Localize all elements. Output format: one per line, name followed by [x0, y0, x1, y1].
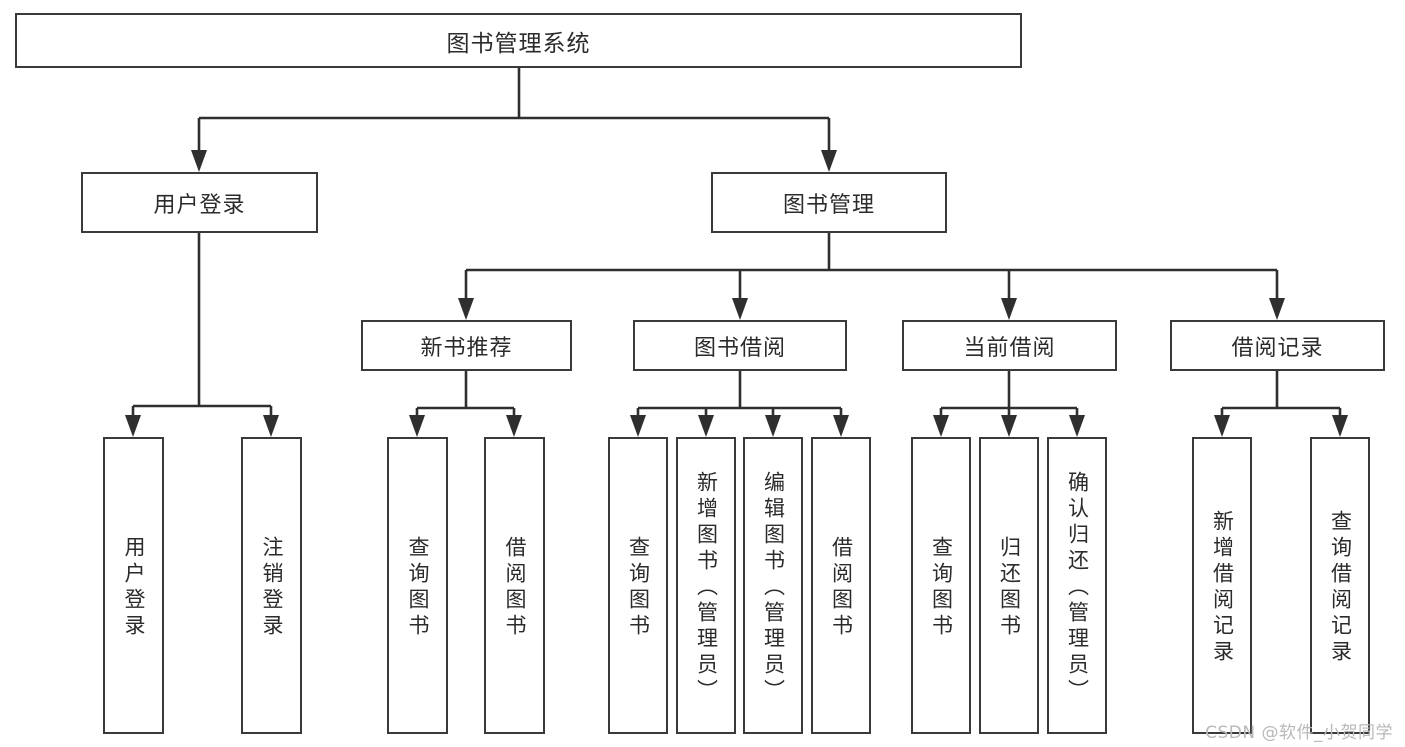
leaf-user-login-0[interactable]: 用户登录 — [103, 437, 164, 734]
leaf-label: 查询借阅记录 — [1328, 509, 1353, 666]
node-book-manage-label: 图书管理 — [782, 192, 875, 218]
leaf-label: 借阅图书 — [503, 535, 527, 640]
node-new-book-recommend[interactable]: 新书推荐 — [361, 320, 572, 371]
node-root-label: 图书管理系统 — [446, 30, 591, 57]
watermark: CSDN @软件_小贺同学 — [1205, 723, 1393, 743]
leaf-borrow-record-0[interactable]: 新增借阅记录 — [1192, 437, 1252, 734]
node-book-borrow-label: 图书借阅 — [693, 335, 786, 361]
node-current-borrow[interactable]: 当前借阅 — [902, 320, 1117, 371]
node-book-borrow[interactable]: 图书借阅 — [633, 320, 847, 371]
leaf-label: 借阅图书 — [829, 535, 854, 640]
leaf-label: 编辑图书（管理员） — [761, 470, 786, 705]
node-new-book-recommend-label: 新书推荐 — [420, 335, 513, 361]
leaf-current-borrow-2[interactable]: 确认归还（管理员） — [1047, 437, 1107, 734]
leaf-user-login-1[interactable]: 注销登录 — [241, 437, 302, 734]
leaf-borrow-record-1[interactable]: 查询借阅记录 — [1310, 437, 1370, 734]
node-user-login-label: 用户登录 — [153, 192, 246, 218]
leaf-label: 查询图书 — [626, 535, 651, 640]
leaf-current-borrow-0[interactable]: 查询图书 — [911, 437, 971, 734]
leaf-new-book-recommend-0[interactable]: 查询图书 — [387, 437, 448, 734]
node-current-borrow-label: 当前借阅 — [963, 335, 1056, 361]
node-root[interactable]: 图书管理系统 — [15, 13, 1022, 68]
leaf-label: 用户登录 — [122, 535, 146, 640]
leaf-book-borrow-3[interactable]: 借阅图书 — [811, 437, 871, 734]
leaf-label: 新增借阅记录 — [1210, 509, 1235, 666]
leaf-label: 注销登录 — [260, 535, 284, 640]
node-book-manage[interactable]: 图书管理 — [711, 172, 947, 233]
leaf-book-borrow-0[interactable]: 查询图书 — [608, 437, 668, 734]
node-borrow-record[interactable]: 借阅记录 — [1170, 320, 1385, 371]
leaf-book-borrow-1[interactable]: 新增图书（管理员） — [676, 437, 736, 734]
leaf-current-borrow-1[interactable]: 归还图书 — [979, 437, 1039, 734]
leaf-label: 查询图书 — [929, 535, 954, 640]
node-user-login[interactable]: 用户登录 — [81, 172, 318, 233]
leaf-book-borrow-2[interactable]: 编辑图书（管理员） — [743, 437, 803, 734]
leaf-label: 确认归还（管理员） — [1065, 470, 1090, 705]
leaf-new-book-recommend-1[interactable]: 借阅图书 — [484, 437, 545, 734]
leaf-label: 查询图书 — [406, 535, 430, 640]
leaf-label: 新增图书（管理员） — [694, 470, 719, 705]
node-borrow-record-label: 借阅记录 — [1231, 335, 1324, 361]
leaf-label: 归还图书 — [997, 535, 1022, 640]
